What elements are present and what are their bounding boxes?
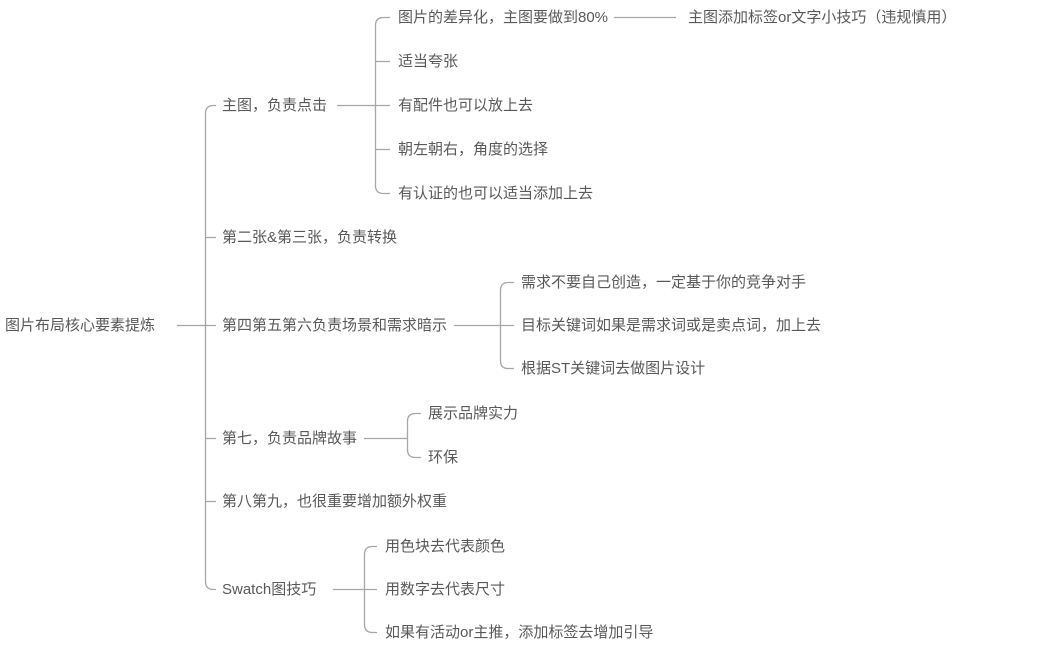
node-branch-extra-weight[interactable]: 第八第九，也很重要增加额外权重: [222, 492, 448, 510]
node-brand-strength[interactable]: 展示品牌实力: [428, 404, 519, 422]
node-demand-from-competitors[interactable]: 需求不要自己创造，一定基于你的竞争对手: [521, 273, 807, 291]
node-branch-main-image[interactable]: 主图，负责点击: [222, 96, 328, 114]
connector: [406, 412, 421, 459]
node-accessories[interactable]: 有配件也可以放上去: [398, 96, 534, 114]
node-color-blocks[interactable]: 用色块去代表颜色: [385, 537, 506, 555]
node-branch-swatch-tips[interactable]: Swatch图技巧: [222, 580, 317, 598]
node-target-keywords[interactable]: 目标关键词如果是需求词或是卖点词，加上去: [521, 316, 822, 334]
node-exaggerate[interactable]: 适当夸张: [398, 52, 459, 70]
node-eco-friendly[interactable]: 环保: [428, 448, 459, 466]
node-branch-scene-demand[interactable]: 第四第五第六负责场景和需求暗示: [222, 316, 448, 334]
node-branch-second-third[interactable]: 第二张&第三张，负责转换: [222, 228, 398, 246]
node-st-keywords-design[interactable]: 根据ST关键词去做图片设计: [521, 359, 706, 377]
node-promo-labels[interactable]: 如果有活动or主推，添加标签去增加引导: [385, 623, 654, 641]
connector: [374, 16, 390, 195]
node-image-differentiation[interactable]: 图片的差异化，主图要做到80%: [398, 8, 609, 26]
connector: [499, 281, 514, 370]
node-branch-brand-story[interactable]: 第七，负责品牌故事: [222, 429, 358, 447]
node-angle-choice[interactable]: 朝左朝右，角度的选择: [398, 140, 549, 158]
node-certification[interactable]: 有认证的也可以适当添加上去: [398, 184, 594, 202]
node-root[interactable]: 图片布局核心要素提炼: [5, 316, 156, 334]
connector: [204, 104, 216, 591]
connector: [363, 545, 377, 634]
node-label-text-trick[interactable]: 主图添加标签or文字小技巧（违规慎用）: [688, 8, 957, 26]
node-numbers-for-size[interactable]: 用数字去代表尺寸: [385, 580, 506, 598]
